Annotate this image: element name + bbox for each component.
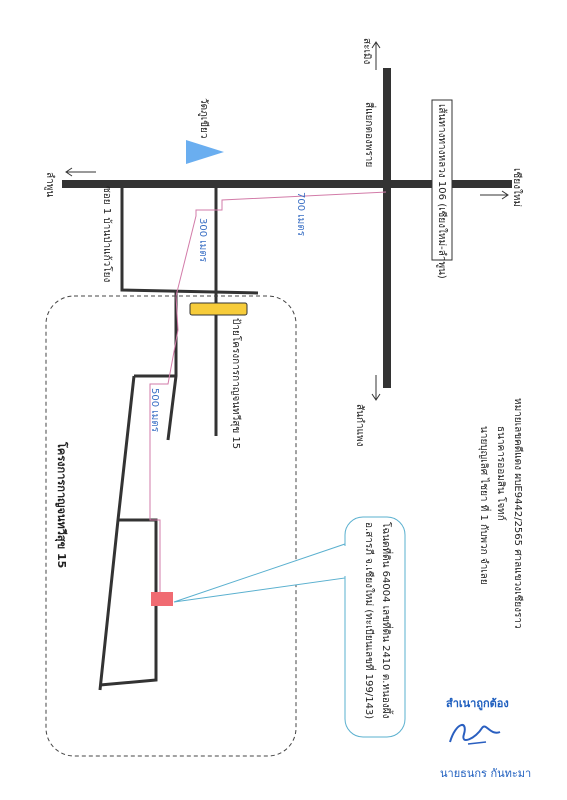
north-dest-label: สะเมิง	[361, 38, 372, 64]
west-dest-label: ลำพูน	[44, 172, 55, 197]
distance-700-label: 700 เมตร	[295, 192, 306, 237]
signature-icon	[449, 724, 501, 745]
temple-label: วัดภูเขียว	[198, 98, 210, 138]
project-road-left	[166, 292, 178, 441]
highway-label-box	[431, 99, 453, 261]
plot-marker	[151, 592, 173, 606]
project-area-boundary	[45, 295, 297, 757]
soi-road	[120, 184, 259, 295]
arrow-west-icon	[65, 167, 96, 177]
project-sign-marker	[189, 302, 248, 316]
north-south-road	[383, 68, 391, 388]
temple-marker	[186, 140, 224, 164]
callout-pointer	[173, 543, 346, 603]
certification-title: สำเนาถูกต้อง	[446, 697, 509, 710]
south-dest-label: สันกำแพง	[354, 404, 365, 447]
certification-stamp: สำเนาถูกต้อง นายธนกร กันทะมา	[440, 690, 550, 790]
soi-label: ซอย 1 บ้านป่าแก้วโยง	[101, 186, 114, 282]
highway-label: เส้นทางทางหลวง 106 (เชียงใหม่-ลำพูน)	[436, 104, 448, 279]
callout-box	[344, 516, 406, 738]
distance-500-label: 500 เมตร	[149, 388, 160, 433]
case-info-line3: นายบุญเลิศ ไชยา ที่ 1 กับพวก จำเลย	[478, 426, 492, 585]
project-sign-label: ป้ายโครงการกาญจนทวีสุข 15	[230, 318, 243, 449]
highway-road	[62, 180, 512, 188]
inner-road-long	[98, 375, 136, 691]
callout-line1: โฉนดที่ดิน 64004 เลขที่ดิน 2410 ต.หนองผึ…	[380, 522, 394, 719]
case-info-line2: ธนาคารออมสิน โจทก์	[495, 426, 508, 521]
east-dest-label: เชียงใหม่	[511, 168, 523, 207]
project-name-label: โครงการกาญจนทวีสุข 15	[54, 441, 69, 568]
arrow-east-icon	[480, 190, 509, 200]
arrow-north-icon	[371, 41, 381, 70]
route-line	[149, 191, 387, 600]
junction-label: สี่แยกตองพราย	[363, 102, 377, 167]
arrow-south-icon	[371, 375, 381, 401]
distance-300-label: 300 เมตร	[197, 218, 208, 263]
certification-signer: นายธนกร กันทะมา	[440, 767, 532, 780]
callout-line2: อ.สารภี จ.เชียงใหม่ (ทะเบียนเลขที่ 199/1…	[363, 522, 377, 719]
case-info-line1: หมายเลขคดีแดง ผบE9442/2565 ศาลแขวงเชียงร…	[512, 398, 524, 629]
